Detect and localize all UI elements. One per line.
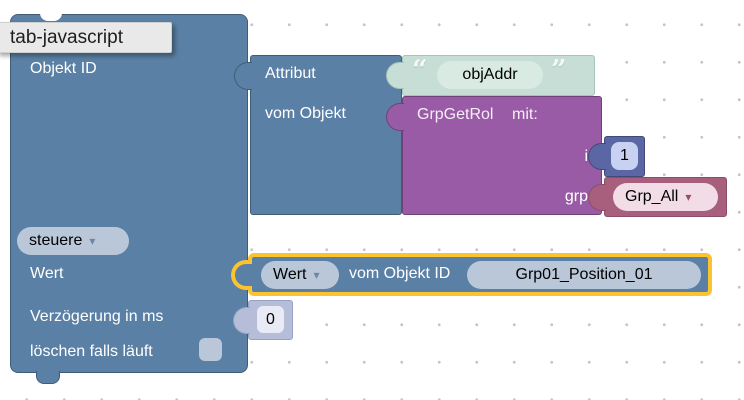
- delay-label: Verzögerung in ms: [30, 308, 164, 325]
- variable-dropdown[interactable]: Grp_All ▾: [613, 183, 718, 211]
- param-i-label: i: [584, 148, 588, 165]
- previous-connection-notch: [40, 13, 62, 21]
- wert-type-dropdown[interactable]: Wert ▾: [261, 261, 339, 289]
- clear-if-running-checkbox[interactable]: [199, 338, 222, 361]
- delay-value-input[interactable]: 0: [257, 306, 284, 333]
- chevron-down-icon: ▾: [89, 234, 96, 248]
- string-value-input[interactable]: objAddr: [437, 61, 543, 89]
- steuere-dropdown[interactable]: steuere ▾: [17, 227, 129, 255]
- next-connection-tab: [36, 371, 60, 384]
- chevron-down-icon: ▾: [313, 268, 320, 282]
- control-block[interactable]: [10, 14, 248, 373]
- wert-label: Wert: [30, 265, 64, 282]
- block-tooltip: tab-javascript: [0, 22, 172, 53]
- function-call-block[interactable]: [402, 96, 602, 215]
- vom-objekt-id-label: vom Objekt ID: [349, 265, 451, 282]
- attribut-label: Attribut: [265, 65, 316, 82]
- close-quote-icon: ”: [551, 55, 567, 86]
- number-value-input[interactable]: 1: [611, 142, 638, 170]
- string-block-output-tab: [386, 62, 404, 89]
- param-grp-label: grp: [564, 188, 588, 205]
- function-mit-label: mit:: [512, 106, 538, 123]
- variable-block-output-tab: [588, 184, 606, 211]
- number-block-output-tab: [588, 143, 606, 170]
- number-block[interactable]: [604, 136, 645, 177]
- object-id-field[interactable]: Grp01_Position_01: [467, 261, 701, 289]
- open-quote-icon: “: [412, 55, 428, 86]
- wert-type-dropdown-value: Wert: [273, 266, 307, 283]
- variable-dropdown-value: Grp_All: [625, 188, 679, 205]
- steuere-dropdown-value: steuere: [29, 232, 83, 249]
- clear-if-running-label: löschen falls läuft: [30, 343, 153, 360]
- function-name-label: GrpGetRol: [417, 106, 494, 123]
- chevron-down-icon: ▾: [685, 190, 692, 204]
- wert-block-output-tab-selected: [231, 260, 252, 290]
- vom-objekt-label: vom Objekt: [265, 105, 346, 122]
- objekt-id-label: Objekt ID: [30, 60, 97, 77]
- get-attribute-block[interactable]: [250, 55, 402, 215]
